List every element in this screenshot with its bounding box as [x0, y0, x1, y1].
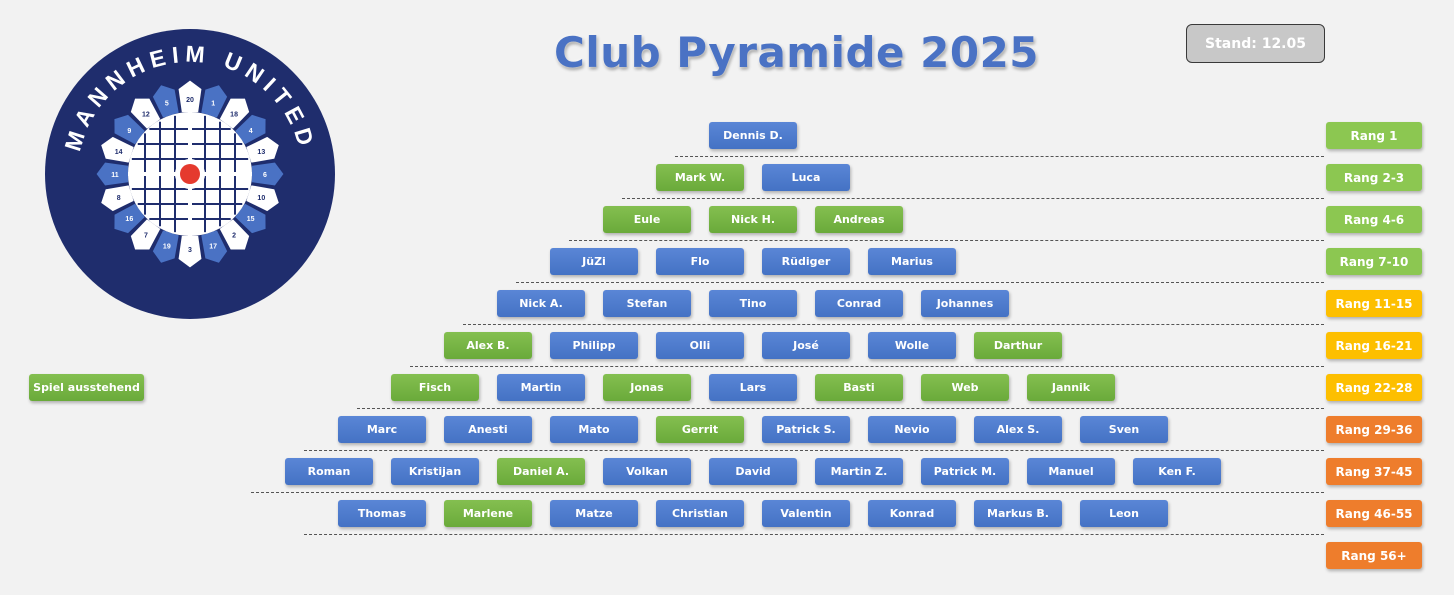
logo-number: 11: [111, 172, 119, 179]
logo-number: 4: [249, 128, 253, 135]
logo-number: 8: [117, 195, 121, 202]
row-separator: [463, 324, 1324, 325]
logo-number: 5: [165, 101, 169, 108]
player-box: Marius: [868, 248, 956, 275]
player-box: Marc: [338, 416, 426, 443]
player-box: Thomas: [338, 500, 426, 527]
logo-number: 13: [257, 149, 265, 156]
player-box: Manuel: [1027, 458, 1115, 485]
row-separator: [675, 156, 1324, 157]
player-box: Marlene: [444, 500, 532, 527]
player-box: Ken F.: [1133, 458, 1221, 485]
player-box: Jonas: [603, 374, 691, 401]
player-box: Konrad: [868, 500, 956, 527]
mannheim-united-logo: MANNHEIM UNITED 201184136101521731971681…: [45, 29, 335, 319]
logo-number: 9: [127, 128, 131, 135]
row-separator: [622, 198, 1324, 199]
player-box: Martin Z.: [815, 458, 903, 485]
logo-number: 12: [142, 111, 150, 118]
rank-label: Rang 7-10: [1326, 248, 1422, 275]
rank-label: Rang 46-55: [1326, 500, 1422, 527]
player-box: Patrick M.: [921, 458, 1009, 485]
player-box: Roman: [285, 458, 373, 485]
logo-number: 17: [209, 243, 217, 250]
row-separator: [304, 450, 1324, 451]
rank-label: Rang 2-3: [1326, 164, 1422, 191]
logo-number: 3: [188, 247, 192, 254]
player-box: Darthur: [974, 332, 1062, 359]
player-box: Olli: [656, 332, 744, 359]
player-box: Anesti: [444, 416, 532, 443]
rank-label: Rang 11-15: [1326, 290, 1422, 317]
player-box: Lars: [709, 374, 797, 401]
player-box: Conrad: [815, 290, 903, 317]
player-box: Nick H.: [709, 206, 797, 233]
player-box: Sven: [1080, 416, 1168, 443]
logo-number: 7: [144, 233, 148, 240]
logo-number: 10: [257, 195, 265, 202]
player-box: Johannes: [921, 290, 1009, 317]
player-box: Nevio: [868, 416, 956, 443]
player-box: Dennis D.: [709, 122, 797, 149]
player-box: Jannik: [1027, 374, 1115, 401]
player-box: Alex S.: [974, 416, 1062, 443]
player-box: Tino: [709, 290, 797, 317]
logo-number: 15: [247, 216, 255, 223]
player-box: Valentin: [762, 500, 850, 527]
logo-number: 6: [263, 172, 267, 179]
rank-label: Rang 29-36: [1326, 416, 1422, 443]
row-separator: [569, 240, 1324, 241]
legend-pending-game: Spiel ausstehend: [29, 374, 144, 401]
rank-label: Rang 56+: [1326, 542, 1422, 569]
player-box: Nick A.: [497, 290, 585, 317]
row-separator: [304, 534, 1324, 535]
player-box: Philipp: [550, 332, 638, 359]
player-box: Mark W.: [656, 164, 744, 191]
logo-number: 2: [232, 233, 236, 240]
player-box: Eule: [603, 206, 691, 233]
player-box: Leon: [1080, 500, 1168, 527]
player-box: David: [709, 458, 797, 485]
rank-label: Rang 37-45: [1326, 458, 1422, 485]
player-box: Gerrit: [656, 416, 744, 443]
player-box: Flo: [656, 248, 744, 275]
player-box: Luca: [762, 164, 850, 191]
player-box: Basti: [815, 374, 903, 401]
logo-number: 18: [230, 111, 238, 118]
player-box: Patrick S.: [762, 416, 850, 443]
logo-number: 19: [163, 243, 171, 250]
player-box: Volkan: [603, 458, 691, 485]
player-box: Alex B.: [444, 332, 532, 359]
player-box: Stefan: [603, 290, 691, 317]
player-box: Kristijan: [391, 458, 479, 485]
player-box: Daniel A.: [497, 458, 585, 485]
player-box: Markus B.: [974, 500, 1062, 527]
player-box: Web: [921, 374, 1009, 401]
rank-label: Rang 1: [1326, 122, 1422, 149]
player-box: Christian: [656, 500, 744, 527]
rank-label: Rang 22-28: [1326, 374, 1422, 401]
player-box: Fisch: [391, 374, 479, 401]
row-separator: [516, 282, 1324, 283]
rank-label: Rang 4-6: [1326, 206, 1422, 233]
player-box: Andreas: [815, 206, 903, 233]
logo-number: 1: [211, 101, 215, 108]
player-box: Wolle: [868, 332, 956, 359]
stand-date-badge: Stand: 12.05: [1186, 24, 1325, 63]
player-box: Mato: [550, 416, 638, 443]
row-separator: [357, 408, 1324, 409]
logo-number: 16: [125, 216, 133, 223]
player-box: Rüdiger: [762, 248, 850, 275]
rank-label: Rang 16-21: [1326, 332, 1422, 359]
page-title: Club Pyramide 2025: [554, 28, 1040, 77]
player-box: Martin: [497, 374, 585, 401]
logo-number: 14: [115, 149, 123, 156]
logo-number: 20: [186, 97, 194, 104]
row-separator: [410, 366, 1324, 367]
row-separator: [251, 492, 1324, 493]
player-box: José: [762, 332, 850, 359]
player-box: Matze: [550, 500, 638, 527]
player-box: JüZi: [550, 248, 638, 275]
